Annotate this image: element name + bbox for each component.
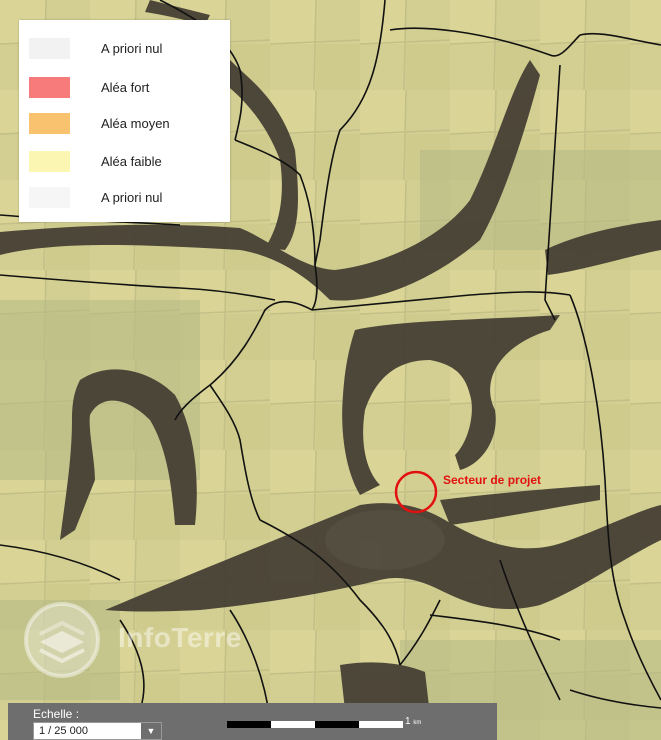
layers-logo-icon [24,602,100,678]
legend-swatch [29,77,70,98]
scale-panel: Echelle : 1 / 25 000 ▼ 1 km [8,703,497,740]
legend-label: A priori nul [101,41,163,56]
legend-item: Aléa moyen [19,109,230,139]
scale-ruler [227,721,403,728]
watermark-text: InfoTerre [118,622,242,653]
legend-label: Aléa faible [101,154,162,169]
chevron-down-icon[interactable]: ▼ [141,723,161,739]
scale-distance: 1 km [405,716,421,727]
scale-distance-unit: km [413,720,422,726]
legend-swatch [29,113,70,134]
legend-item: Aléa faible [19,147,230,177]
legend-label: A priori nul [101,190,163,205]
legend-swatch [29,38,70,59]
project-sector-label: Secteur de projet [443,473,542,487]
scale-select-value: 1 / 25 000 [39,725,88,737]
map-legend: A priori nul Aléa fort Aléa moyen Aléa f… [19,20,230,222]
infoterre-watermark: InfoTerre [22,600,242,680]
legend-swatch [29,187,70,208]
legend-item: Aléa fort [19,73,230,103]
legend-label: Aléa fort [101,80,150,95]
project-location-marker [394,470,438,514]
legend-item: A priori nul [19,183,230,213]
scale-distance-value: 1 [405,716,411,727]
scale-select[interactable]: 1 / 25 000 ▼ [33,722,162,740]
legend-swatch [29,151,70,172]
scale-title: Echelle : [33,707,80,721]
legend-item: A priori nul [19,34,230,64]
legend-label: Aléa moyen [101,116,170,131]
